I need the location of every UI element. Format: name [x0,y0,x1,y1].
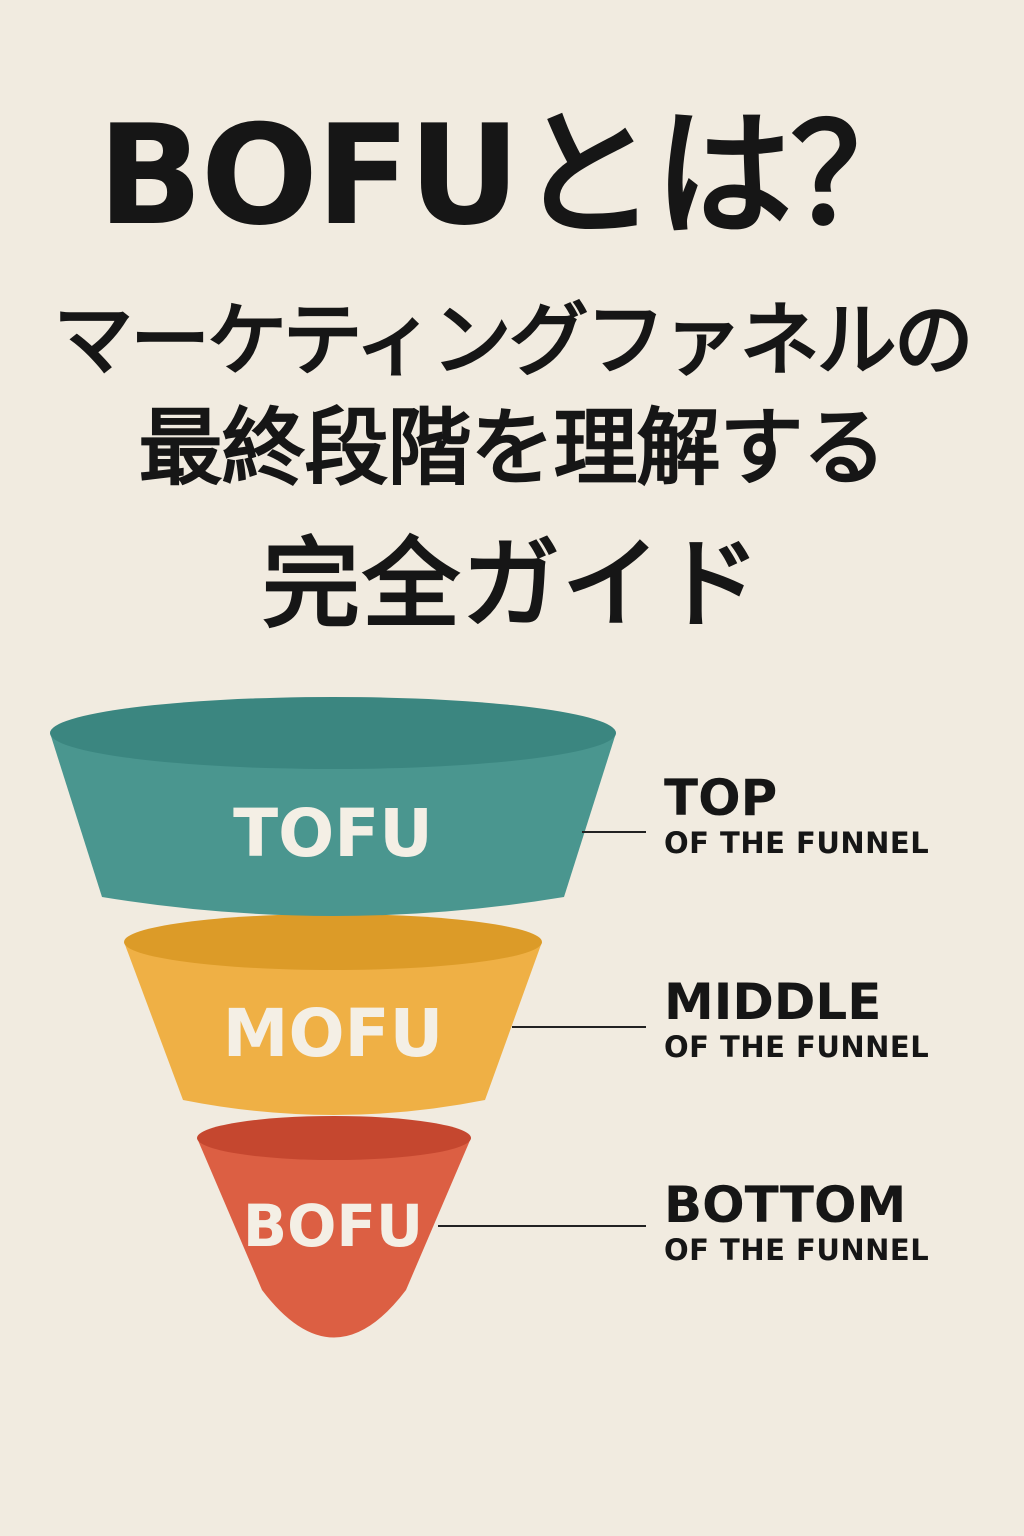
bofu-name: BOTTOM [664,1176,907,1234]
tofu-subtitle: OF THE FUNNEL [664,826,930,860]
bofu-description: BOTTOM OF THE FUNNEL [664,1177,929,1267]
mofu-subtitle: OF THE FUNNEL [664,1030,930,1064]
tofu-name: TOP [664,769,778,827]
main-title: BOFUとは？ [97,95,929,256]
mofu-description: MIDDLE OF THE FUNNEL [664,974,929,1064]
mofu-label: MOFU [222,995,444,1072]
subtitle-line-3: 完全ガイド [261,528,762,642]
funnel-stage-bofu [197,1116,471,1338]
subtitle-line-1: マーケティングファネルの [53,294,974,387]
mofu-connector-line [512,1026,646,1028]
mofu-name: MIDDLE [664,973,882,1031]
subtitle-line-2: 最終段階を理解する [138,399,886,497]
bofu-connector-line [438,1225,646,1227]
funnel-stage-tofu [50,697,616,916]
tofu-label: TOFU [233,795,433,872]
funnel-stage-mofu [124,914,542,1115]
bofu-subtitle: OF THE FUNNEL [664,1233,930,1267]
tofu-connector-line [582,831,646,833]
bofu-label: BOFU [242,1192,424,1260]
tofu-description: TOP OF THE FUNNEL [664,770,929,860]
